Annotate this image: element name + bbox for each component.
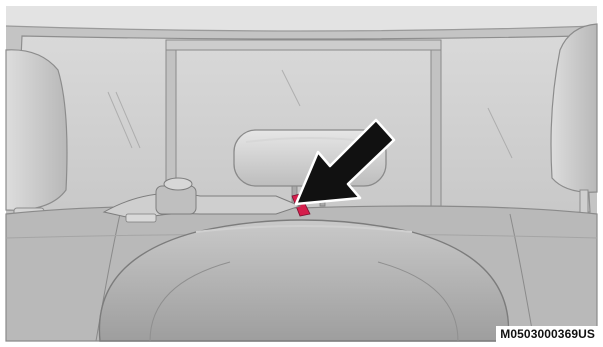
left-outboard-headrest bbox=[6, 50, 67, 210]
headliner bbox=[6, 6, 597, 31]
figure-code: M0503000369US bbox=[496, 326, 599, 343]
